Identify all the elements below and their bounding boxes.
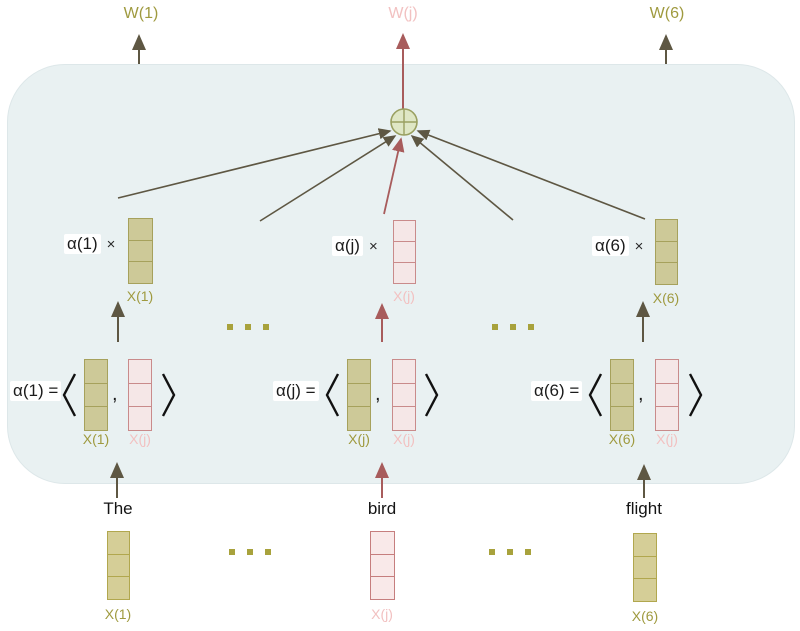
alpha1-chip: α(1): [64, 234, 101, 254]
alpha6-chip: α(6): [592, 236, 629, 256]
ellipsis-dots: [489, 549, 531, 555]
score-lhs-right: α(6) =: [531, 381, 583, 401]
weighted-vector-right: [655, 219, 678, 285]
score-vector-xj-pink: [392, 359, 416, 431]
score-vector-xj: [128, 359, 152, 431]
input-vector-label-left: X(1): [104, 606, 132, 622]
weighted-vector-label-middle: X(j): [393, 288, 415, 304]
score-vector-x6: [610, 359, 634, 431]
score-vector-label: X(6): [608, 431, 636, 447]
angle-bracket-left-icon: [588, 373, 603, 417]
weighted-coef-right: α(6) ×: [592, 236, 643, 256]
output-label-wj: W(j): [388, 5, 418, 22]
ellipsis-dots: [229, 549, 271, 555]
multiply-sign: ×: [106, 235, 116, 253]
multiply-sign: ×: [634, 237, 644, 255]
multiply-sign: ×: [368, 237, 378, 255]
score-lhs-middle: α(j) =: [273, 381, 319, 401]
output-label-w1: W(1): [123, 5, 159, 22]
sum-node: [390, 108, 418, 136]
angle-bracket-left-icon: [325, 373, 340, 417]
score-lhs-text: α(1) =: [10, 381, 62, 401]
input-word-middle: bird: [367, 499, 397, 518]
score-vector-xj-olive: [347, 359, 371, 431]
score-vector-x1: [84, 359, 108, 431]
weighted-vector-left: [128, 218, 153, 284]
score-vector-label: X(j): [656, 431, 678, 447]
score-vector-label: X(j): [129, 431, 151, 447]
sum-link-left: [117, 128, 392, 199]
input-vector-right: [633, 533, 657, 602]
weighted-coef-left: α(1) ×: [64, 234, 115, 254]
input-word-left: The: [103, 499, 133, 518]
score-lhs-text: α(j) =: [273, 381, 319, 401]
weighted-coef-middle: α(j) ×: [332, 236, 378, 256]
weighted-vector-middle: [393, 220, 416, 284]
angle-bracket-right-icon: [424, 373, 439, 417]
angle-bracket-right-icon: [688, 373, 703, 417]
sum-link-middle: [383, 137, 405, 215]
weighted-vector-label-left: X(1): [126, 288, 154, 304]
input-vector-label-middle: X(j): [371, 606, 393, 622]
alphaj-chip: α(j): [332, 236, 363, 256]
input-vector-left: [107, 531, 130, 600]
angle-bracket-left-icon: [62, 373, 77, 417]
input-vector-middle: [370, 531, 395, 600]
comma: ,: [638, 383, 644, 405]
score-lhs-left: α(1) =: [10, 381, 62, 401]
weighted-vector-label-right: X(6): [652, 290, 680, 306]
score-vector-label: X(j): [393, 431, 415, 447]
sum-link-right: [416, 129, 646, 220]
output-label-w6: W(6): [649, 5, 685, 22]
sum-link-left-ellipsis: [259, 135, 397, 222]
score-lhs-text: α(6) =: [531, 381, 583, 401]
score-vector-label: X(j): [348, 431, 370, 447]
comma: ,: [112, 383, 118, 405]
ellipsis-dots: [227, 324, 269, 330]
angle-bracket-right-icon: [161, 373, 176, 417]
input-word-right: flight: [626, 499, 662, 518]
ellipsis-dots: [492, 324, 534, 330]
sum-link-right-ellipsis: [410, 134, 514, 221]
comma: ,: [375, 383, 381, 405]
score-vector-xj2: [655, 359, 679, 431]
input-vector-label-right: X(6): [631, 608, 659, 624]
score-vector-label: X(1): [82, 431, 110, 447]
